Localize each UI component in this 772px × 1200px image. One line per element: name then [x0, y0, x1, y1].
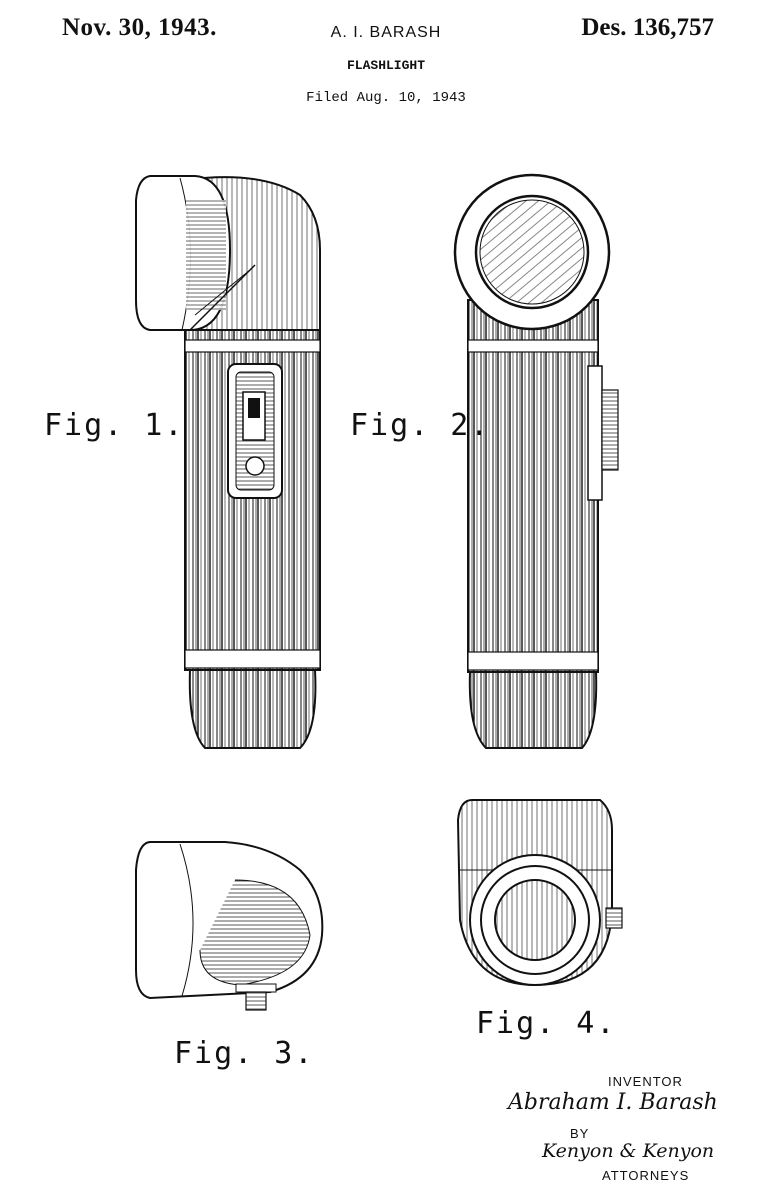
attorney-signature: Kenyon & Kenyon [542, 1140, 715, 1162]
patent-title: FLASHLIGHT [346, 58, 425, 73]
figure-1-drawing [135, 175, 321, 749]
figure-2-label: Fig. 2. [350, 408, 491, 443]
figure-3-drawing [135, 841, 324, 1011]
patent-number: Des. 136,757 [581, 14, 714, 41]
figure-1-label: Fig. 1. [44, 408, 185, 443]
figure-2-drawing [453, 173, 619, 749]
inventor-signature: Abraham I. Barash [508, 1090, 718, 1115]
figure-3-label: Fig. 3. [174, 1036, 315, 1071]
inventor-name: A. I. BARASH [330, 24, 442, 41]
attorneys-caption: ATTORNEYS [602, 1168, 690, 1183]
filing-date: Filed Aug. 10, 1943 [306, 90, 466, 106]
inventor-caption: INVENTOR [608, 1074, 683, 1089]
patent-date: Nov. 30, 1943. [62, 14, 217, 41]
figure-4-drawing [456, 799, 623, 987]
figure-4-label: Fig. 4. [476, 1006, 617, 1041]
by-caption: BY [570, 1126, 590, 1141]
